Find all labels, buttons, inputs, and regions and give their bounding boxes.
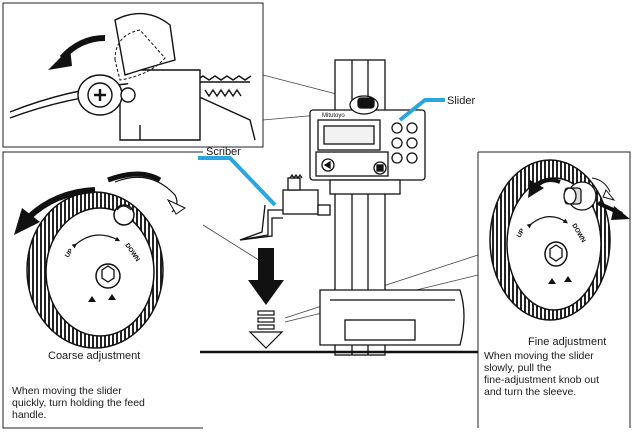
- slider-head: [309, 95, 426, 195]
- coarse-wheel: UP DOWN: [26, 191, 164, 349]
- coarse-rotate-arrow-icon: [14, 171, 187, 235]
- coarse-adjustment-title: Coarse adjustment: [48, 350, 141, 362]
- inset-fine-frame: [477, 151, 631, 428]
- scriber-callout: [198, 156, 277, 207]
- coarse-description: When moving the slider quickly, turn hol…: [12, 385, 145, 421]
- brand-mark: Mitutoyo: [322, 113, 345, 119]
- scriber-arm: [239, 173, 331, 241]
- scriber-label: Scriber: [206, 146, 241, 158]
- fine-line: When moving the slider: [484, 350, 594, 362]
- inset-coarse-frame: [2, 151, 203, 429]
- curved-arrow-icon: [48, 35, 106, 70]
- coarse-line: quickly, turn holding the feed: [12, 397, 145, 409]
- fine-up-mark: UP: [516, 227, 527, 239]
- top-inset-mechanism: [9, 12, 256, 141]
- down-arrow-icon: [248, 248, 284, 349]
- gauge-column: [319, 59, 465, 356]
- fine-line: fine-adjustment knob out: [484, 374, 599, 386]
- fine-line: slowly, pull the: [484, 362, 552, 374]
- coarse-line: When moving the slider: [12, 385, 122, 397]
- fine-description: When moving the slider slowly, pull the …: [484, 350, 599, 398]
- coarse-line: handle.: [12, 409, 47, 421]
- slider-label: Slider: [447, 95, 476, 107]
- fine-adjustment-title: Fine adjustment: [528, 336, 607, 348]
- fine-line: and turn the sleeve.: [484, 386, 577, 398]
- pull-arrow-icon: [528, 177, 630, 220]
- fine-wheel: UP DOWN: [489, 159, 611, 321]
- slider-callout: [398, 98, 445, 122]
- coarse-up-mark: UP: [64, 247, 75, 259]
